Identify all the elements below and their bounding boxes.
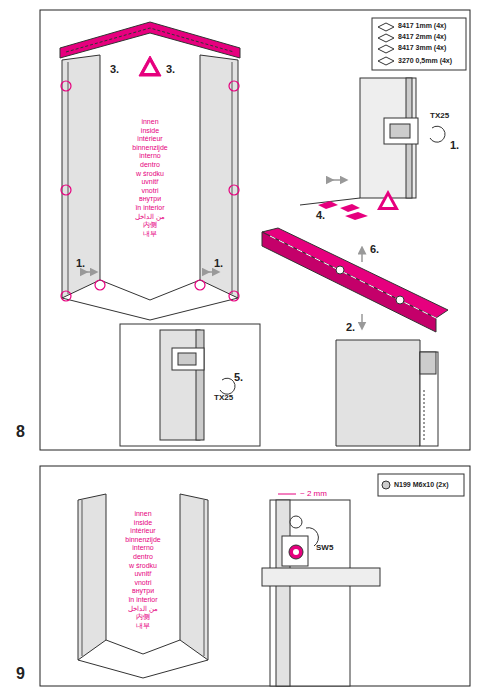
- bracket-inset: [120, 324, 260, 446]
- tool-label: TX25: [430, 112, 449, 120]
- tool-label: TX25: [214, 394, 233, 402]
- inside-marker: interno: [139, 152, 160, 159]
- inside-marker: vnotri: [134, 579, 151, 586]
- door-panel: [336, 340, 438, 446]
- inside-marker: binnenzijde: [132, 144, 167, 151]
- inside-marker: 内侧: [136, 613, 150, 620]
- inside-marker: внутри: [139, 195, 161, 202]
- step-number: 8: [16, 424, 25, 440]
- callout-number: 4.: [316, 210, 325, 221]
- shim-box: [372, 18, 466, 70]
- callout-number: 3.: [110, 64, 119, 75]
- callout-number: 6.: [370, 244, 379, 255]
- tool-label: SW5: [316, 544, 333, 552]
- inside-marker: inside: [141, 127, 159, 134]
- inside-marker: w środku: [136, 170, 164, 177]
- part-spec: 8417 1mm (4x): [398, 22, 446, 29]
- inside-marker: binnenzijde: [125, 536, 160, 543]
- inside-marker: uvnitř: [134, 570, 151, 577]
- inside-marker: dentro: [140, 161, 160, 168]
- inside-marker: w środku: [129, 562, 157, 569]
- shower-enclosure: [60, 22, 240, 320]
- callout-number: 2.: [346, 322, 355, 333]
- step-frame: [40, 466, 470, 686]
- finished-enclosure: [78, 494, 208, 678]
- inside-marker: من الداخل: [135, 213, 165, 220]
- inside-marker: внутри: [132, 587, 154, 594]
- inside-marker: în interior: [135, 204, 164, 211]
- callout-number: 3.: [166, 64, 175, 75]
- wall-hinge-detail: [300, 78, 445, 220]
- callout-number: 1.: [450, 140, 459, 151]
- step-frame: [40, 10, 470, 450]
- inside-marker: innen: [141, 118, 158, 125]
- inside-marker: من الداخل: [128, 605, 158, 612]
- inside-marker: 내부: [136, 622, 150, 629]
- inside-marker: innen: [134, 510, 151, 517]
- inside-marker: 내부: [143, 230, 157, 237]
- inside-marker: dentro: [133, 553, 153, 560]
- step-number: 9: [16, 666, 25, 682]
- top-rail: [262, 228, 448, 332]
- part-spec: N199 M6x10 (2x): [394, 481, 448, 488]
- inside-marker: interno: [132, 544, 153, 551]
- inside-marker: inside: [134, 519, 152, 526]
- fixing-detail: [262, 474, 464, 686]
- callout-number: 1.: [214, 258, 223, 269]
- part-spec: 3270 0,5mm (4x): [398, 57, 452, 64]
- part-spec: 8417 3mm (4x): [398, 44, 446, 51]
- inside-marker: în interior: [128, 596, 157, 603]
- inside-marker: 内侧: [143, 221, 157, 228]
- part-spec: 8417 2mm (4x): [398, 33, 446, 40]
- callout-number: 1.: [76, 258, 85, 269]
- inside-marker: intérieur: [137, 135, 162, 142]
- dimension: ~ 2 mm: [300, 490, 327, 498]
- inside-marker: uvnitř: [141, 178, 158, 185]
- callout-number: 5.: [234, 372, 243, 383]
- inside-marker: vnotri: [141, 187, 158, 194]
- inside-marker: intérieur: [130, 527, 155, 534]
